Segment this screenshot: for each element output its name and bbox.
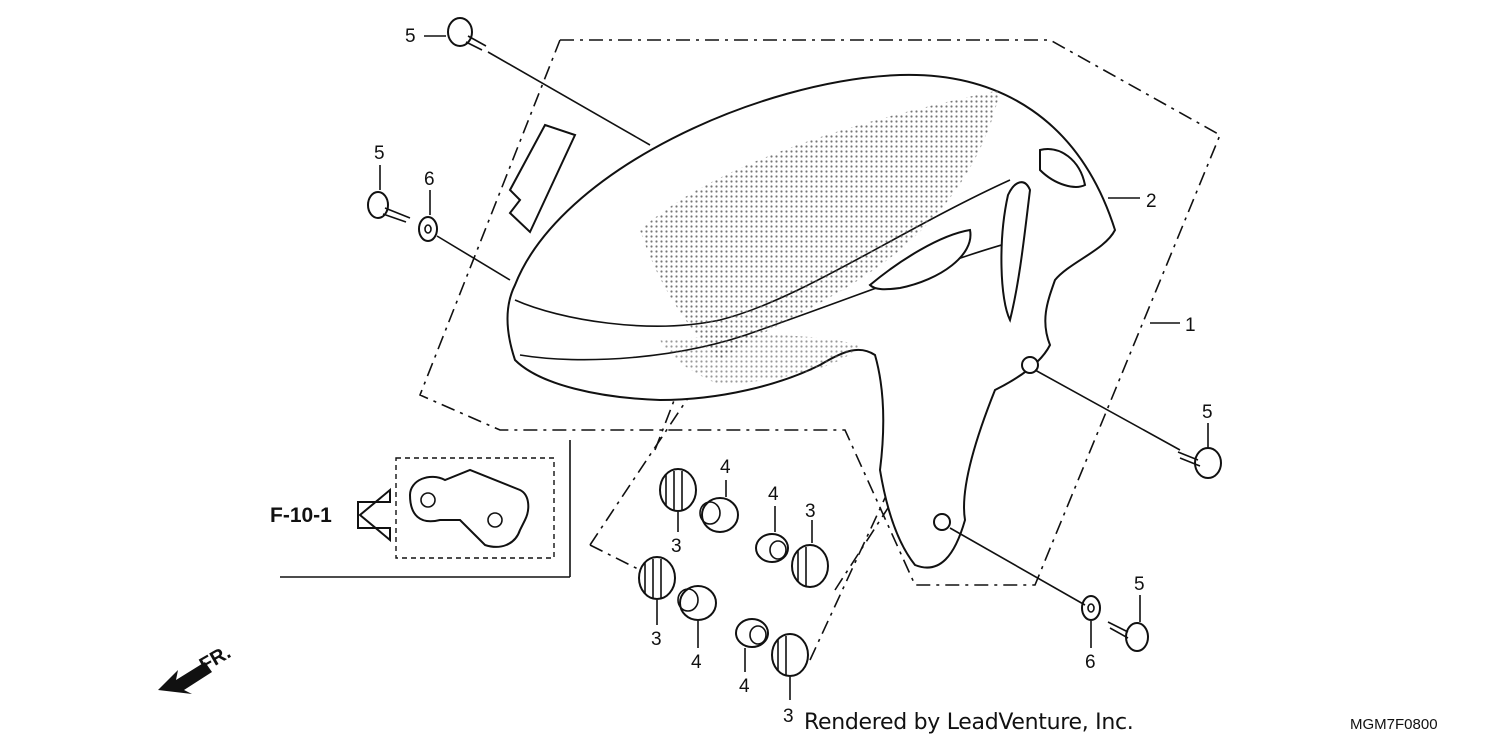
- front-fender: [506, 73, 1117, 569]
- callout-3a: 3: [671, 536, 682, 557]
- grommet-3-c: [638, 556, 676, 600]
- washer-6-left: [418, 216, 438, 242]
- callout-6b: 6: [1085, 652, 1096, 673]
- callout-3b: 3: [805, 501, 816, 522]
- callout-5a: 5: [405, 26, 416, 47]
- collar-4-c: [677, 585, 717, 621]
- callout-4d: 4: [739, 676, 750, 697]
- callout-2: 2: [1146, 191, 1157, 212]
- callout-4a: 4: [720, 457, 731, 478]
- callout-5d: 5: [1134, 574, 1145, 595]
- washer-6-bottom: [1081, 595, 1101, 621]
- callout-3d: 3: [783, 706, 794, 727]
- callout-5b: 5: [374, 143, 385, 164]
- grommet-3-a: [659, 468, 697, 512]
- callout-5c: 5: [1202, 402, 1213, 423]
- callout-1: 1: [1185, 315, 1196, 336]
- callout-3c: 3: [651, 629, 662, 650]
- render-credit: Rendered by LeadVenture, Inc.: [804, 710, 1134, 735]
- callout-6a: 6: [424, 169, 435, 190]
- callout-4c: 4: [691, 652, 702, 673]
- warning-label-decal: [508, 123, 577, 234]
- assembly-boundary-line: [418, 39, 1222, 586]
- collar-4-d: [735, 618, 769, 648]
- reference-arrow: [357, 487, 391, 543]
- leader-lines: [379, 35, 1209, 700]
- reference-label: F-10-1: [270, 504, 332, 527]
- screw-5-left: [367, 191, 411, 223]
- washer-6-bottom-hole: [1087, 603, 1095, 613]
- collar-4-a: [699, 497, 739, 533]
- collar-4-b: [755, 533, 789, 563]
- screw-5-right: [1177, 447, 1222, 479]
- grommet-3-d: [771, 633, 809, 677]
- reference-inset: [280, 440, 571, 578]
- washer-6-left-hole: [424, 224, 432, 234]
- diagram-code: MGM7F0800: [1350, 716, 1438, 733]
- callout-4b: 4: [768, 484, 779, 505]
- screw-5-top: [447, 17, 487, 51]
- grommet-3-b: [791, 544, 829, 588]
- screw-5-bottom: [1107, 621, 1149, 652]
- front-direction-arrow: FR.: [158, 641, 235, 694]
